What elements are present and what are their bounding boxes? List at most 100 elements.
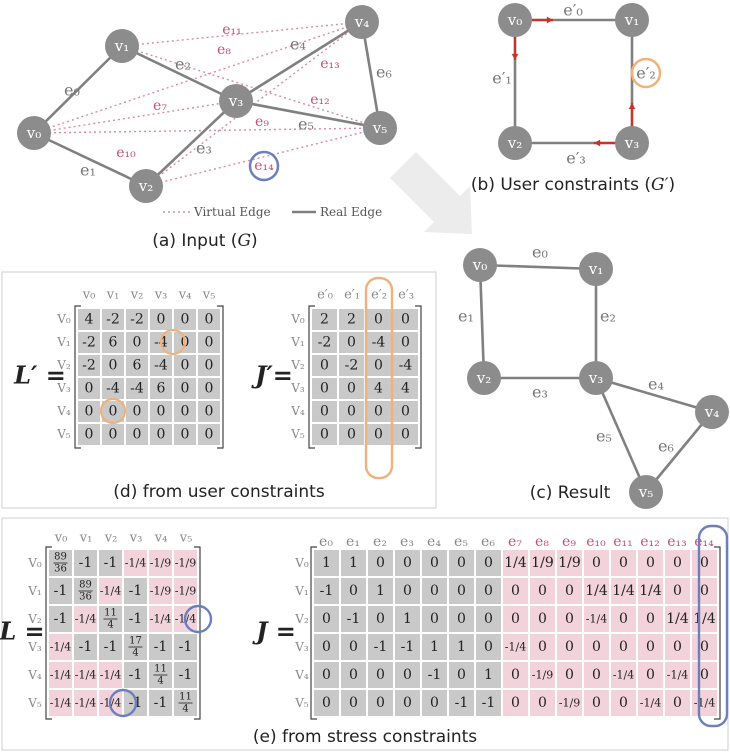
stress-L-value: -1 bbox=[154, 639, 168, 655]
stress-J-value: 1 bbox=[349, 555, 358, 571]
stress-J-row-label: V₁ bbox=[294, 584, 308, 598]
user-L-cell bbox=[102, 355, 124, 376]
constraint-edge-label: e′₃ bbox=[566, 149, 586, 168]
stress-J-cell bbox=[530, 578, 555, 604]
stress-L-cell bbox=[99, 578, 122, 604]
constraint-edge-label: e′₁ bbox=[492, 69, 512, 88]
stress-L-value: -1 bbox=[54, 611, 68, 627]
stress-L-cell bbox=[49, 634, 72, 660]
stress-L-value-num: 89 bbox=[79, 580, 92, 591]
constraint-node-v3 bbox=[615, 126, 649, 160]
stress-J-col-header: e₃ bbox=[400, 534, 414, 550]
user-L-cell bbox=[126, 309, 148, 330]
stress-J-value: 0 bbox=[565, 583, 574, 599]
user-L-value: 6 bbox=[109, 335, 118, 351]
stress-J-value: -1 bbox=[455, 695, 469, 711]
user-J-value: -2 bbox=[345, 358, 359, 374]
stress-J-value: 1/4 bbox=[693, 611, 716, 627]
stress-J-cell bbox=[449, 690, 474, 716]
user-L-cell bbox=[174, 424, 196, 445]
stress-J-cell bbox=[341, 690, 366, 716]
stress-L-value: -1 bbox=[129, 583, 143, 599]
stress-L-row-label: V₄ bbox=[27, 668, 42, 682]
stress-L-cell bbox=[149, 550, 172, 576]
stress-J-value: 0 bbox=[349, 639, 358, 655]
user-L-col-header: v₅ bbox=[202, 288, 216, 303]
user-J-cell bbox=[312, 332, 337, 353]
input-node-v5-label: v₅ bbox=[372, 119, 388, 137]
result-node-v0 bbox=[463, 248, 497, 282]
stress-L-col-header: v₂ bbox=[104, 531, 118, 546]
real-edge-line bbox=[235, 99, 381, 130]
stress-J-cell bbox=[692, 662, 717, 688]
result-edge-label: e₂ bbox=[600, 307, 616, 326]
user-J-value: -4 bbox=[372, 335, 386, 351]
stress-L-row-label: V₀ bbox=[27, 556, 42, 570]
stress-J-value: 0 bbox=[538, 695, 547, 711]
stress-L-row-label: V₂ bbox=[27, 612, 42, 626]
user-J-row-label: V₀ bbox=[290, 312, 305, 326]
stress-J-row-label: V₃ bbox=[294, 640, 309, 654]
user-J-value: 0 bbox=[320, 427, 329, 443]
user-L-value: 0 bbox=[205, 381, 214, 397]
user-L-value: 0 bbox=[205, 312, 214, 328]
user-L-value: 0 bbox=[181, 427, 190, 443]
stress-J-value: 1/4 bbox=[585, 583, 608, 599]
stress-J-cell bbox=[314, 606, 339, 632]
highlight-circle-e2prime bbox=[630, 57, 662, 89]
user-L-cell bbox=[174, 355, 196, 376]
result-node-v1 bbox=[579, 252, 613, 286]
stress-J-value: 0 bbox=[403, 695, 412, 711]
stress-J-col-header: e₅ bbox=[454, 534, 468, 550]
stress-J-cell bbox=[476, 634, 501, 660]
user-L-cell bbox=[126, 424, 148, 445]
user-J-row-label: V₁ bbox=[290, 335, 304, 349]
stress-J-col-header: e₁₀ bbox=[586, 534, 606, 550]
stress-J-col-header: e₁ bbox=[346, 534, 360, 550]
stress-J-value: -1/4 bbox=[613, 669, 634, 682]
user-J-cell bbox=[393, 378, 418, 399]
stress-J-cell bbox=[422, 550, 447, 576]
stress-J-cell bbox=[395, 690, 420, 716]
stress-J-value: 0 bbox=[511, 667, 520, 683]
stress-L-col-header: v₃ bbox=[129, 531, 143, 546]
highlight-L-13 bbox=[159, 328, 187, 356]
result-edge-label: e₄ bbox=[648, 375, 664, 394]
stress-J-value: -1/4 bbox=[694, 697, 715, 710]
stress-J-cell bbox=[584, 578, 609, 604]
user-J-value: 0 bbox=[320, 404, 329, 420]
stress-J-cell bbox=[422, 634, 447, 660]
stress-J-cell bbox=[638, 606, 663, 632]
stress-J-value: 0 bbox=[646, 639, 655, 655]
stress-J-value: 0 bbox=[538, 639, 547, 655]
stress-J-cell bbox=[395, 550, 420, 576]
user-L-value: 0 bbox=[85, 427, 94, 443]
stress-L-row-label: V₁ bbox=[27, 584, 41, 598]
result-node-v5-label: v₅ bbox=[638, 483, 654, 501]
stress-J-cell bbox=[530, 662, 555, 688]
user-L-row-label: V₄ bbox=[56, 404, 71, 418]
user-L-cell bbox=[78, 332, 100, 353]
stress-J-value: 1 bbox=[322, 555, 331, 571]
stress-J-value: 0 bbox=[484, 639, 493, 655]
stress-L-value-den: 4 bbox=[182, 704, 188, 715]
user-L-col-header: v₄ bbox=[178, 288, 192, 303]
stress-J-bracket-right bbox=[714, 546, 721, 720]
legend-real-label: Real Edge bbox=[320, 205, 382, 219]
stress-J-cell bbox=[341, 550, 366, 576]
user-J-col-header: e′₃ bbox=[398, 288, 414, 303]
result-edge-line bbox=[479, 263, 597, 271]
stress-J-value: 0 bbox=[376, 667, 385, 683]
user-J-cell bbox=[312, 355, 337, 376]
stress-J-cell bbox=[584, 634, 609, 660]
stress-J-cell bbox=[314, 634, 339, 660]
stress-L-value: -1 bbox=[104, 555, 118, 571]
stress-J-value: 0 bbox=[592, 695, 601, 711]
user-L-value: 0 bbox=[205, 427, 214, 443]
result-node-v4 bbox=[695, 395, 729, 429]
stress-J-cell bbox=[449, 634, 474, 660]
stress-L-value: -1 bbox=[154, 695, 168, 711]
result-node-v4-label: v₄ bbox=[704, 403, 720, 421]
result-node-v2 bbox=[467, 361, 501, 395]
user-J-cell bbox=[366, 378, 391, 399]
